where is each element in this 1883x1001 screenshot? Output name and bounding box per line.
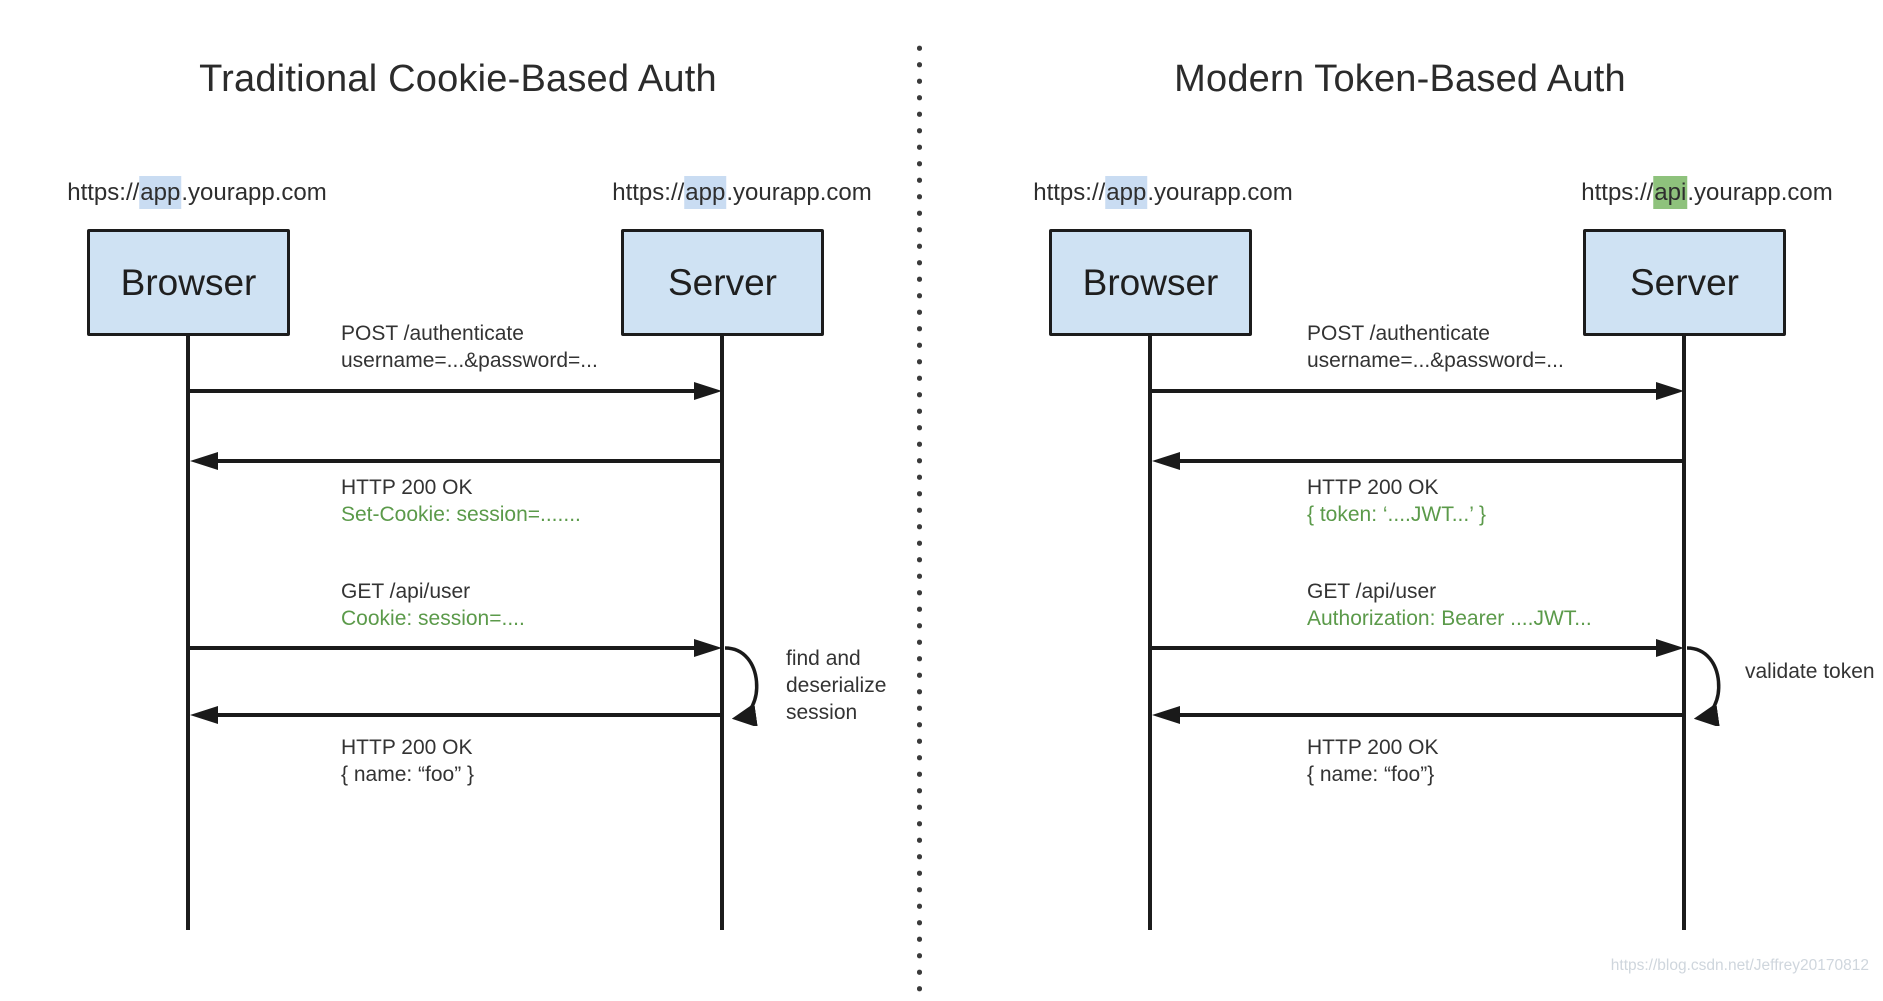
url-suffix: .yourapp.com bbox=[1687, 179, 1833, 206]
left-message-authenticate: POST /authenticate username=...&password… bbox=[341, 320, 598, 374]
message-line1: POST /authenticate bbox=[341, 322, 524, 345]
left-message-set-cookie: HTTP 200 OK Set-Cookie: session=....... bbox=[341, 474, 581, 528]
watermark-url: https://blog.csdn.net/Jeffrey20170812 bbox=[1610, 957, 1869, 974]
right-self-action-label: validate token bbox=[1745, 658, 1875, 685]
right-server-box: Server bbox=[1583, 229, 1786, 336]
left-message-user-json: HTTP 200 OK { name: “foo” } bbox=[341, 734, 474, 788]
right-message-authenticate: POST /authenticate username=...&password… bbox=[1307, 320, 1564, 374]
url-subdomain-highlight: api bbox=[1653, 176, 1688, 209]
arrow-line bbox=[1176, 459, 1684, 463]
right-browser-box: Browser bbox=[1049, 229, 1252, 336]
self-action-line: deserialize bbox=[786, 674, 887, 697]
message-line1: GET /api/user bbox=[341, 580, 471, 603]
arrowhead-left-icon bbox=[1152, 452, 1180, 470]
message-line2: { name: “foo”} bbox=[1307, 763, 1435, 786]
self-action-line: session bbox=[786, 701, 858, 724]
right-diagram-title: Modern Token-Based Auth bbox=[1174, 58, 1626, 100]
right-message-get-user: GET /api/user Authorization: Bearer ....… bbox=[1307, 578, 1592, 632]
arrowhead-left-icon bbox=[190, 706, 218, 724]
right-arrow-request-auth bbox=[1152, 382, 1684, 400]
url-suffix: .yourapp.com bbox=[726, 179, 872, 206]
url-suffix: .yourapp.com bbox=[181, 179, 327, 206]
self-action-line: find and bbox=[786, 647, 861, 670]
left-browser-lifeline bbox=[186, 336, 190, 930]
right-browser-url: https://app.yourapp.com bbox=[1033, 176, 1293, 209]
left-arrow-response-user bbox=[190, 706, 722, 724]
right-server-lifeline bbox=[1682, 336, 1686, 930]
arrow-line bbox=[214, 459, 722, 463]
url-subdomain-highlight: app bbox=[1105, 176, 1148, 209]
url-suffix: .yourapp.com bbox=[1147, 179, 1293, 206]
message-line1: POST /authenticate bbox=[1307, 322, 1490, 345]
left-server-url: https://app.yourapp.com bbox=[612, 176, 872, 209]
arrow-line bbox=[190, 646, 698, 650]
arrowhead-right-icon bbox=[1656, 639, 1684, 657]
arrowhead-right-icon bbox=[1656, 382, 1684, 400]
arrowhead-left-icon bbox=[1152, 706, 1180, 724]
url-prefix: https:// bbox=[1581, 179, 1654, 206]
right-browser-lifeline bbox=[1148, 336, 1152, 930]
url-prefix: https:// bbox=[67, 179, 140, 206]
actor-label: Browser bbox=[1082, 261, 1219, 303]
message-line2: username=...&password=... bbox=[341, 349, 598, 372]
left-arrow-response-cookie bbox=[190, 452, 722, 470]
message-line2: Authorization: Bearer ....JWT... bbox=[1307, 607, 1592, 630]
right-message-token: HTTP 200 OK { token: ‘....JWT...’ } bbox=[1307, 474, 1486, 528]
url-prefix: https:// bbox=[612, 179, 685, 206]
actor-label: Browser bbox=[120, 261, 257, 303]
url-subdomain-highlight: app bbox=[139, 176, 182, 209]
right-self-loop-arrow-icon bbox=[1686, 646, 1721, 726]
left-arrow-request-user bbox=[190, 639, 722, 657]
left-browser-url: https://app.yourapp.com bbox=[67, 176, 327, 209]
right-arrow-request-user bbox=[1152, 639, 1684, 657]
arrowhead-right-icon bbox=[694, 639, 722, 657]
left-self-loop-arrow-icon bbox=[724, 646, 759, 726]
left-server-box: Server bbox=[621, 229, 824, 336]
arrow-line bbox=[1152, 646, 1660, 650]
actor-label: Server bbox=[668, 261, 777, 303]
arrow-line bbox=[1152, 389, 1660, 393]
left-message-get-user: GET /api/user Cookie: session=.... bbox=[341, 578, 525, 632]
message-line2: { name: “foo” } bbox=[341, 763, 475, 786]
url-prefix: https:// bbox=[1033, 179, 1106, 206]
message-line1: HTTP 200 OK bbox=[1307, 476, 1439, 499]
left-self-action-label: find and deserialize session bbox=[786, 645, 886, 726]
arrowhead-right-icon bbox=[694, 382, 722, 400]
left-arrow-request-auth bbox=[190, 382, 722, 400]
actor-label: Server bbox=[1630, 261, 1739, 303]
message-line2: { token: ‘....JWT...’ } bbox=[1307, 503, 1486, 526]
arrow-line bbox=[190, 389, 698, 393]
message-line1: GET /api/user bbox=[1307, 580, 1437, 603]
url-subdomain-highlight: app bbox=[684, 176, 727, 209]
dotted-divider bbox=[917, 40, 922, 998]
right-message-user-json: HTTP 200 OK { name: “foo”} bbox=[1307, 734, 1439, 788]
message-line2: username=...&password=... bbox=[1307, 349, 1564, 372]
message-line2: Cookie: session=.... bbox=[341, 607, 525, 630]
message-line1: HTTP 200 OK bbox=[1307, 736, 1439, 759]
self-action-line: validate token bbox=[1745, 660, 1875, 683]
arrow-line bbox=[1176, 713, 1684, 717]
message-line1: HTTP 200 OK bbox=[341, 736, 473, 759]
message-line1: HTTP 200 OK bbox=[341, 476, 473, 499]
left-diagram-title: Traditional Cookie-Based Auth bbox=[199, 58, 717, 100]
right-server-url: https://api.yourapp.com bbox=[1581, 176, 1833, 209]
left-server-lifeline bbox=[720, 336, 724, 930]
left-browser-box: Browser bbox=[87, 229, 290, 336]
message-line2: Set-Cookie: session=....... bbox=[341, 503, 581, 526]
right-arrow-response-user bbox=[1152, 706, 1684, 724]
arrow-line bbox=[214, 713, 722, 717]
arrowhead-left-icon bbox=[190, 452, 218, 470]
right-arrow-response-token bbox=[1152, 452, 1684, 470]
